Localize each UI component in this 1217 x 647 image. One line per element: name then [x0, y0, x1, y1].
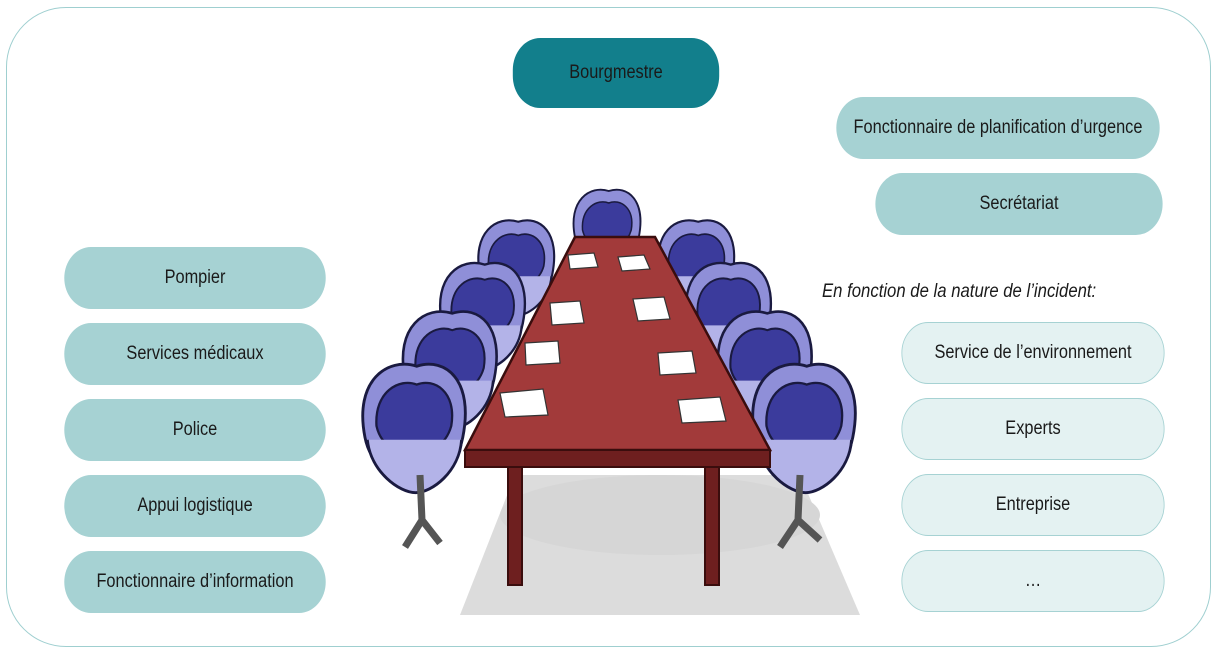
node-logistics: Appui logistique: [64, 475, 326, 537]
node-more: …: [901, 550, 1165, 612]
node-experts: Experts: [901, 398, 1165, 460]
chair-leg-left: [402, 474, 443, 549]
node-label: Experts: [1005, 418, 1061, 439]
node-label: Police: [172, 419, 218, 440]
node-medical: Services médicaux: [64, 323, 326, 385]
node-label: Appui logistique: [137, 495, 253, 516]
node-label: Secrétariat: [979, 193, 1059, 214]
node-label: Bourgmestre: [569, 62, 663, 83]
node-label: Fonctionnaire d’information: [96, 571, 294, 592]
node-fire: Pompier: [64, 247, 326, 309]
table-leg-right: [704, 466, 720, 586]
meeting-table-illustration: [361, 188, 860, 615]
table-edge: [464, 449, 771, 468]
chair-right-4: [751, 362, 857, 495]
node-label: Entreprise: [995, 494, 1071, 515]
node-bourgmestre: Bourgmestre: [512, 38, 720, 108]
node-label: Service de l’environnement: [934, 342, 1132, 363]
node-label: Pompier: [164, 267, 226, 288]
papers: [499, 252, 727, 424]
node-police: Police: [64, 399, 326, 461]
node-secretariat: Secrétariat: [875, 173, 1163, 235]
node-label: Services médicaux: [126, 343, 264, 364]
node-emergency-planning-officer: Fonctionnaire de planification d’urgence: [836, 97, 1160, 159]
node-environment-service: Service de l’environnement: [901, 322, 1165, 384]
node-company: Entreprise: [901, 474, 1165, 536]
node-label: …: [1024, 570, 1042, 591]
node-information-officer: Fonctionnaire d’information: [64, 551, 326, 613]
table-leg-left: [507, 466, 523, 586]
chair-left-4: [361, 362, 467, 495]
node-label: Fonctionnaire de planification d’urgence: [853, 117, 1143, 138]
floor-shadow-ellipse: [500, 475, 820, 555]
conditional-note: En fonction de la nature de l’incident:: [822, 281, 1097, 302]
chair-leg-right: [777, 474, 823, 549]
